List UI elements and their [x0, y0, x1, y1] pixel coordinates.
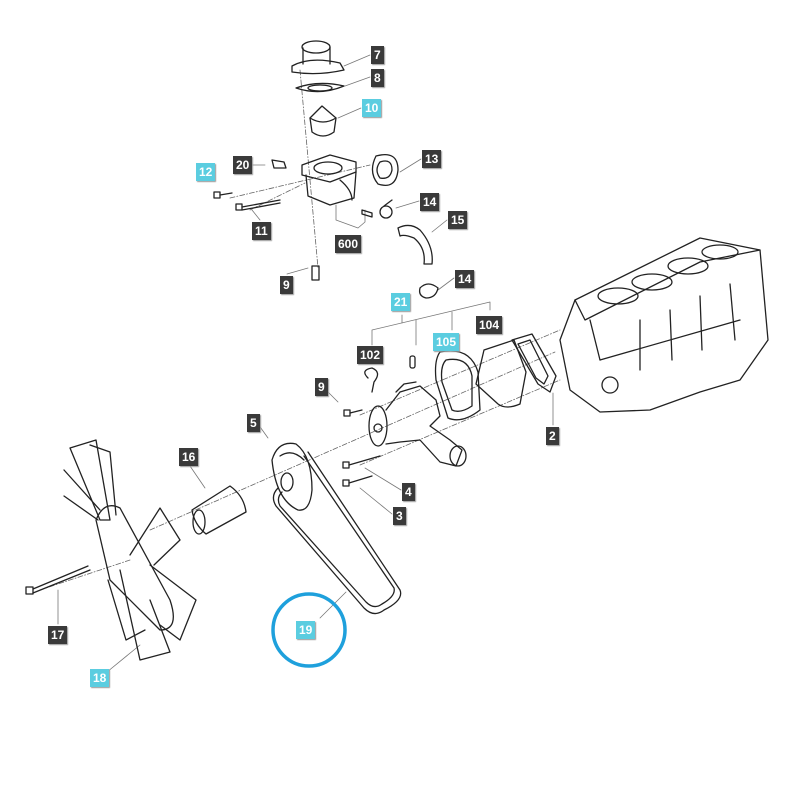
part-18-fan: [63, 439, 197, 661]
pump-bolts: [342, 409, 381, 487]
callout-19[interactable]: 19: [296, 621, 316, 639]
callout-7[interactable]: 7: [371, 46, 384, 64]
part-9-bolt-top: [311, 265, 320, 281]
part-17-bolt: [25, 565, 91, 595]
callout-10[interactable]: 10: [362, 99, 382, 117]
callout-102[interactable]: 102: [357, 346, 384, 364]
water-pump: [368, 381, 467, 467]
callout-9[interactable]: 9: [280, 276, 293, 294]
callout-105[interactable]: 105: [433, 333, 460, 351]
axis-lines: [39, 69, 561, 591]
part-14-clamp-lower: [418, 283, 439, 299]
part-104-plate: [475, 339, 527, 408]
callout-15[interactable]: 15: [448, 211, 468, 229]
callout-20[interactable]: 20: [233, 156, 253, 174]
callout-18[interactable]: 18: [90, 669, 110, 687]
part-2-gasket: [511, 333, 557, 393]
cylinder-block: [559, 237, 769, 413]
callout-12[interactable]: 12: [196, 163, 216, 181]
part-102-clip: [364, 367, 379, 393]
callout-21[interactable]: 21: [391, 293, 411, 311]
callout-11[interactable]: 11: [252, 222, 271, 240]
callout-13[interactable]: 13: [422, 150, 442, 168]
part-11-bolt: [235, 199, 281, 211]
callout-104[interactable]: 104: [476, 316, 503, 334]
part-12-bolt: [213, 191, 233, 199]
callout-17[interactable]: 17: [48, 626, 68, 644]
part-13-gasket: [371, 153, 399, 187]
part-7-thermostat-cover: [291, 40, 345, 75]
part-pin-dowel: [409, 355, 416, 369]
part-pin: [361, 209, 373, 218]
selection-circle: [271, 592, 347, 668]
callout-8[interactable]: 8: [371, 69, 384, 87]
part-10-thermostat: [309, 105, 337, 137]
callout-2[interactable]: 2: [546, 427, 559, 445]
part-20-sensor: [271, 159, 287, 169]
callout-600[interactable]: 600: [335, 235, 362, 253]
leader-lines: [57, 54, 554, 673]
part-19-fan-belt: [272, 451, 402, 615]
callout-16[interactable]: 16: [179, 448, 199, 466]
callout-3[interactable]: 3: [393, 507, 406, 525]
callout-14-lower[interactable]: 14: [455, 270, 475, 288]
part-8-gasket: [295, 82, 345, 93]
part-14-clamp: [379, 199, 393, 219]
part-15-hose: [397, 224, 433, 265]
thermostat-housing: [301, 154, 357, 206]
part-105-gasket: [434, 350, 481, 421]
part-5-pulley: [271, 442, 313, 511]
callout-14[interactable]: 14: [420, 193, 440, 211]
part-16-spacer: [191, 485, 247, 535]
callout-9-pump[interactable]: 9: [315, 378, 328, 396]
callout-5[interactable]: 5: [247, 414, 260, 432]
callout-4[interactable]: 4: [402, 483, 415, 501]
